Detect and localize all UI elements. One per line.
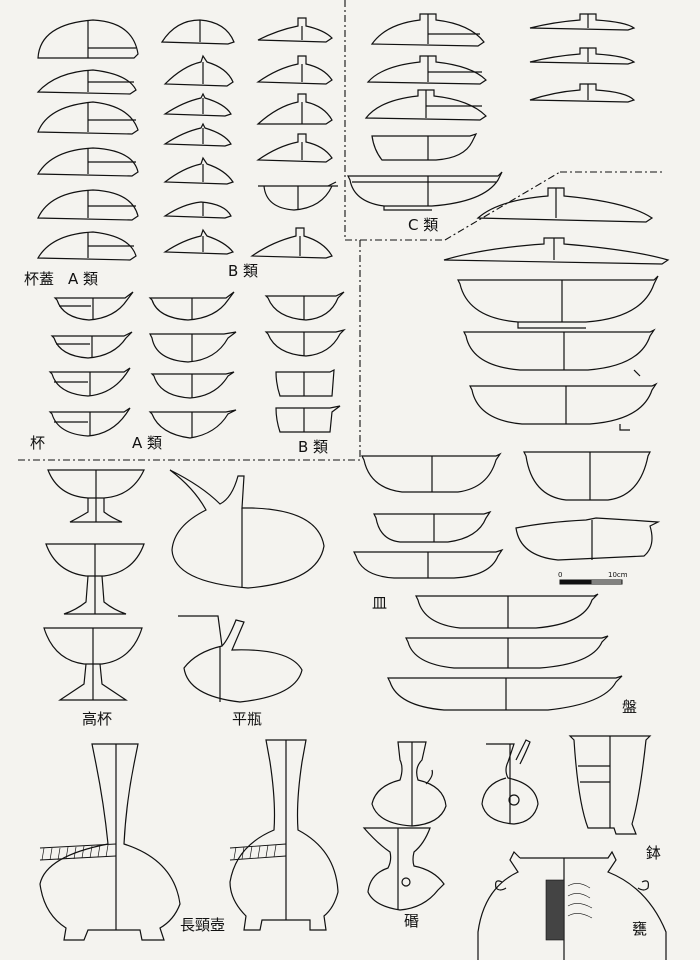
scale-end-label: 10cm bbox=[608, 571, 628, 579]
lid-c-label: C 類 bbox=[408, 216, 439, 234]
pot-drawing bbox=[477, 850, 667, 960]
lid-c-group bbox=[347, 13, 654, 223]
flat-bottle-group bbox=[169, 469, 325, 703]
lid-prefix-label: 杯蓋 bbox=[24, 270, 55, 288]
scale-start-label: 0 bbox=[558, 571, 563, 579]
cup-b-label: B 類 bbox=[298, 438, 329, 456]
flat-bottle-label: 平瓶 bbox=[232, 710, 263, 728]
dish-label: 皿 bbox=[372, 594, 388, 612]
spouted-jar-group bbox=[362, 739, 539, 911]
tall-cup-group bbox=[43, 469, 145, 701]
scale-bar bbox=[559, 579, 623, 585]
long-neck-jar-label: 長頸壺 bbox=[180, 916, 226, 934]
pot-label: 甕 bbox=[632, 920, 648, 938]
lid-b-label: B 類 bbox=[228, 262, 259, 280]
long-neck-jar-group bbox=[39, 739, 339, 941]
dish-group bbox=[353, 451, 661, 579]
large-bowl-group bbox=[443, 237, 670, 431]
bowl-drawing bbox=[568, 735, 652, 835]
platter-label: 盤 bbox=[622, 698, 638, 716]
tall-cup-label: 高杯 bbox=[82, 710, 113, 728]
section-dividers bbox=[18, 0, 665, 461]
lid-b-column bbox=[250, 17, 338, 259]
bowl-label: 鉢 bbox=[646, 844, 662, 862]
cup-a-label: A 類 bbox=[132, 434, 163, 452]
spouted-jar-label: 䃉 bbox=[404, 912, 420, 930]
lid-a-column bbox=[36, 19, 139, 261]
platter-group bbox=[387, 593, 623, 711]
cup-a-column-2 bbox=[148, 291, 237, 439]
lid-a-column-2 bbox=[160, 19, 235, 255]
cup-a-column bbox=[48, 291, 134, 437]
cup-label: 杯 bbox=[30, 434, 46, 452]
lid-a-label: A 類 bbox=[68, 270, 99, 288]
cup-b-column bbox=[264, 291, 346, 433]
